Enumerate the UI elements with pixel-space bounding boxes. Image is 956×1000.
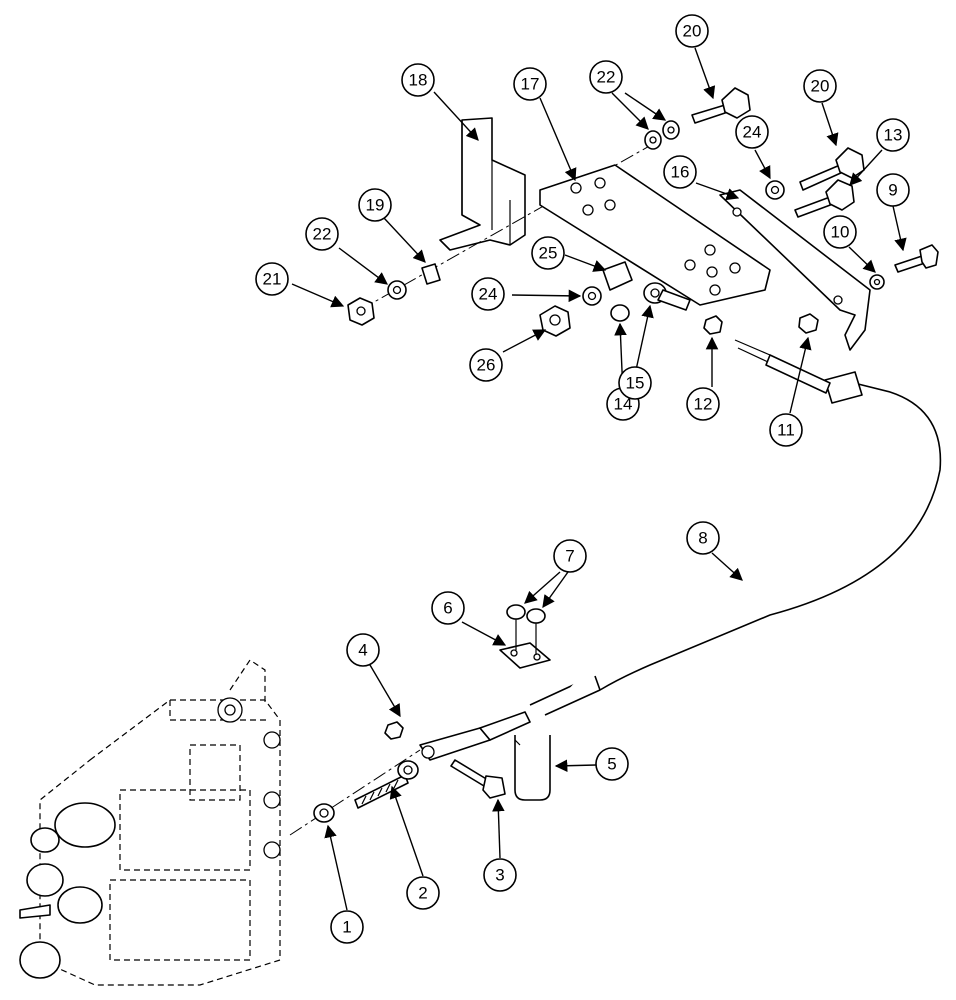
- svg-text:12: 12: [694, 395, 713, 414]
- svg-text:21: 21: [263, 270, 282, 289]
- callouts: 1 2 3 4 5 6 7 8 9 10 11 12 13 14 15 16 1…: [255, 14, 910, 944]
- part-5-u-bolt: [514, 735, 551, 801]
- svg-text:8: 8: [698, 529, 707, 548]
- part-20-bolts: [691, 87, 865, 191]
- svg-text:9: 9: [888, 181, 897, 200]
- callout-26: 26: [469, 348, 503, 382]
- svg-text:15: 15: [626, 374, 645, 393]
- cable-clevis: [419, 711, 531, 761]
- callout-15: 15: [618, 366, 652, 400]
- part-18-bracket: [439, 117, 526, 251]
- callout-5: 5: [595, 747, 629, 781]
- part-1-nut: [313, 803, 335, 823]
- callout-9: 9: [876, 173, 910, 207]
- part-4-nut: [384, 721, 404, 740]
- part-13-bolt: [794, 179, 855, 218]
- svg-text:7: 7: [565, 547, 574, 566]
- callout-20-right: 20: [803, 69, 837, 103]
- svg-text:26: 26: [477, 356, 496, 375]
- callout-19: 19: [358, 188, 392, 222]
- callout-3: 3: [483, 858, 517, 892]
- svg-text:25: 25: [539, 244, 558, 263]
- parts-drawing: [19, 87, 942, 986]
- callout-24-lower: 24: [471, 277, 505, 311]
- svg-text:17: 17: [521, 75, 540, 94]
- svg-text:10: 10: [831, 223, 850, 242]
- svg-text:22: 22: [313, 225, 332, 244]
- svg-text:13: 13: [884, 126, 903, 145]
- control-valve: [19, 659, 281, 986]
- callout-1: 1: [330, 910, 364, 944]
- svg-text:6: 6: [443, 599, 452, 618]
- callout-8: 8: [686, 521, 720, 555]
- part-15-rod-end: [643, 282, 691, 311]
- part-6-plate: [499, 642, 551, 669]
- callout-25: 25: [531, 236, 565, 270]
- part-16-bracket: [719, 189, 871, 351]
- part-21-nut: [347, 297, 375, 326]
- leader-lines: [291, 47, 907, 911]
- part-26-nut: [539, 305, 571, 337]
- callout-6: 6: [431, 591, 465, 625]
- svg-text:24: 24: [479, 285, 498, 304]
- callout-2: 2: [406, 876, 440, 910]
- callout-13: 13: [876, 118, 910, 152]
- callout-11: 11: [769, 413, 803, 447]
- svg-text:22: 22: [597, 68, 616, 87]
- callout-7: 7: [553, 539, 587, 573]
- callout-12: 12: [686, 387, 720, 421]
- part-12-nut: [703, 315, 723, 335]
- svg-text:3: 3: [495, 866, 504, 885]
- part-14-nut: [610, 304, 630, 322]
- svg-text:20: 20: [811, 77, 830, 96]
- callout-17: 17: [513, 67, 547, 101]
- svg-text:11: 11: [777, 421, 795, 440]
- callout-18: 18: [401, 63, 435, 97]
- callout-22-top: 22: [589, 60, 623, 94]
- part-11-nut: [798, 313, 819, 334]
- part-24-washer-lower: [582, 286, 602, 306]
- callout-16: 16: [663, 155, 697, 189]
- callout-21: 21: [255, 262, 289, 296]
- part-17-plate: [539, 164, 771, 306]
- part-19-spacer: [421, 263, 441, 285]
- svg-text:1: 1: [342, 918, 351, 937]
- part-25-spacer: [602, 261, 633, 291]
- callout-4: 4: [346, 633, 380, 667]
- callout-24-top: 24: [735, 115, 769, 149]
- part-24-washer: [765, 180, 785, 200]
- part-7-nuts: [506, 604, 546, 655]
- svg-text:19: 19: [366, 196, 385, 215]
- svg-text:18: 18: [409, 71, 428, 90]
- svg-text:2: 2: [418, 884, 427, 903]
- part-22-washers: [644, 120, 680, 150]
- svg-text:4: 4: [358, 641, 367, 660]
- part-3-bolt: [450, 759, 506, 799]
- callout-10: 10: [823, 215, 857, 249]
- part-8-control-cable: [529, 339, 942, 716]
- svg-text:16: 16: [671, 163, 690, 182]
- callout-20-top: 20: [675, 14, 709, 48]
- part-9-bolt: [894, 244, 939, 273]
- svg-text:5: 5: [607, 755, 616, 774]
- part-10-washer: [869, 274, 885, 290]
- svg-text:14: 14: [614, 395, 633, 414]
- part-2-rod-end: [354, 760, 419, 809]
- callout-22-left: 22: [305, 217, 339, 251]
- part-22-washer-left: [387, 280, 407, 300]
- svg-text:24: 24: [743, 123, 762, 142]
- svg-text:20: 20: [683, 22, 702, 41]
